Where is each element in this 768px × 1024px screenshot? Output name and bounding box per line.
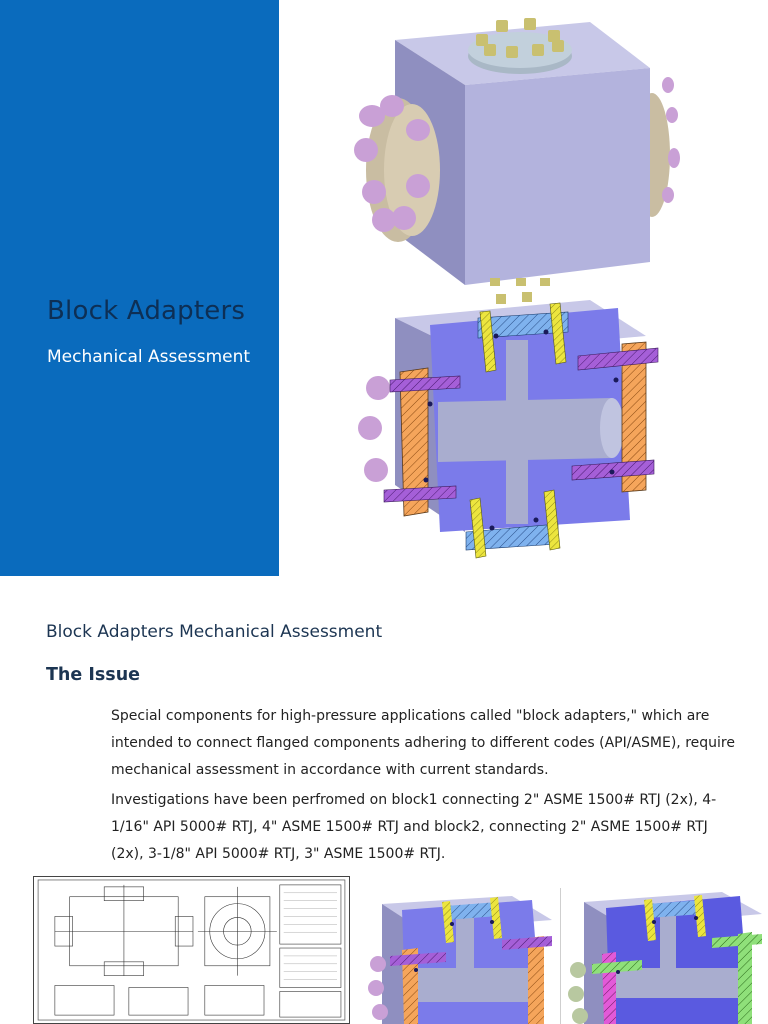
document-heading: Block Adapters Mechanical Assessment — [46, 622, 383, 642]
technical-drawing-image — [33, 876, 350, 1024]
issue-paragraph: Special components for high-pressure app… — [111, 708, 735, 778]
section-title-the-issue: The Issue — [46, 665, 141, 685]
image-separator — [560, 888, 561, 1024]
block2-section-render — [568, 892, 762, 1024]
hero-panel — [0, 0, 279, 576]
hero-title: Block Adapters — [47, 296, 246, 326]
sectioned-block — [358, 292, 659, 559]
solid-block — [354, 18, 680, 286]
block-adapter-cad-image — [354, 18, 680, 559]
hero-subtitle: Mechanical Assessment — [47, 347, 251, 367]
block1-section-render — [368, 896, 552, 1024]
issue-paragraph: Investigations have been perfromed on bl… — [111, 792, 717, 862]
issue-body: Special components for high-pressure app… — [111, 703, 741, 871]
